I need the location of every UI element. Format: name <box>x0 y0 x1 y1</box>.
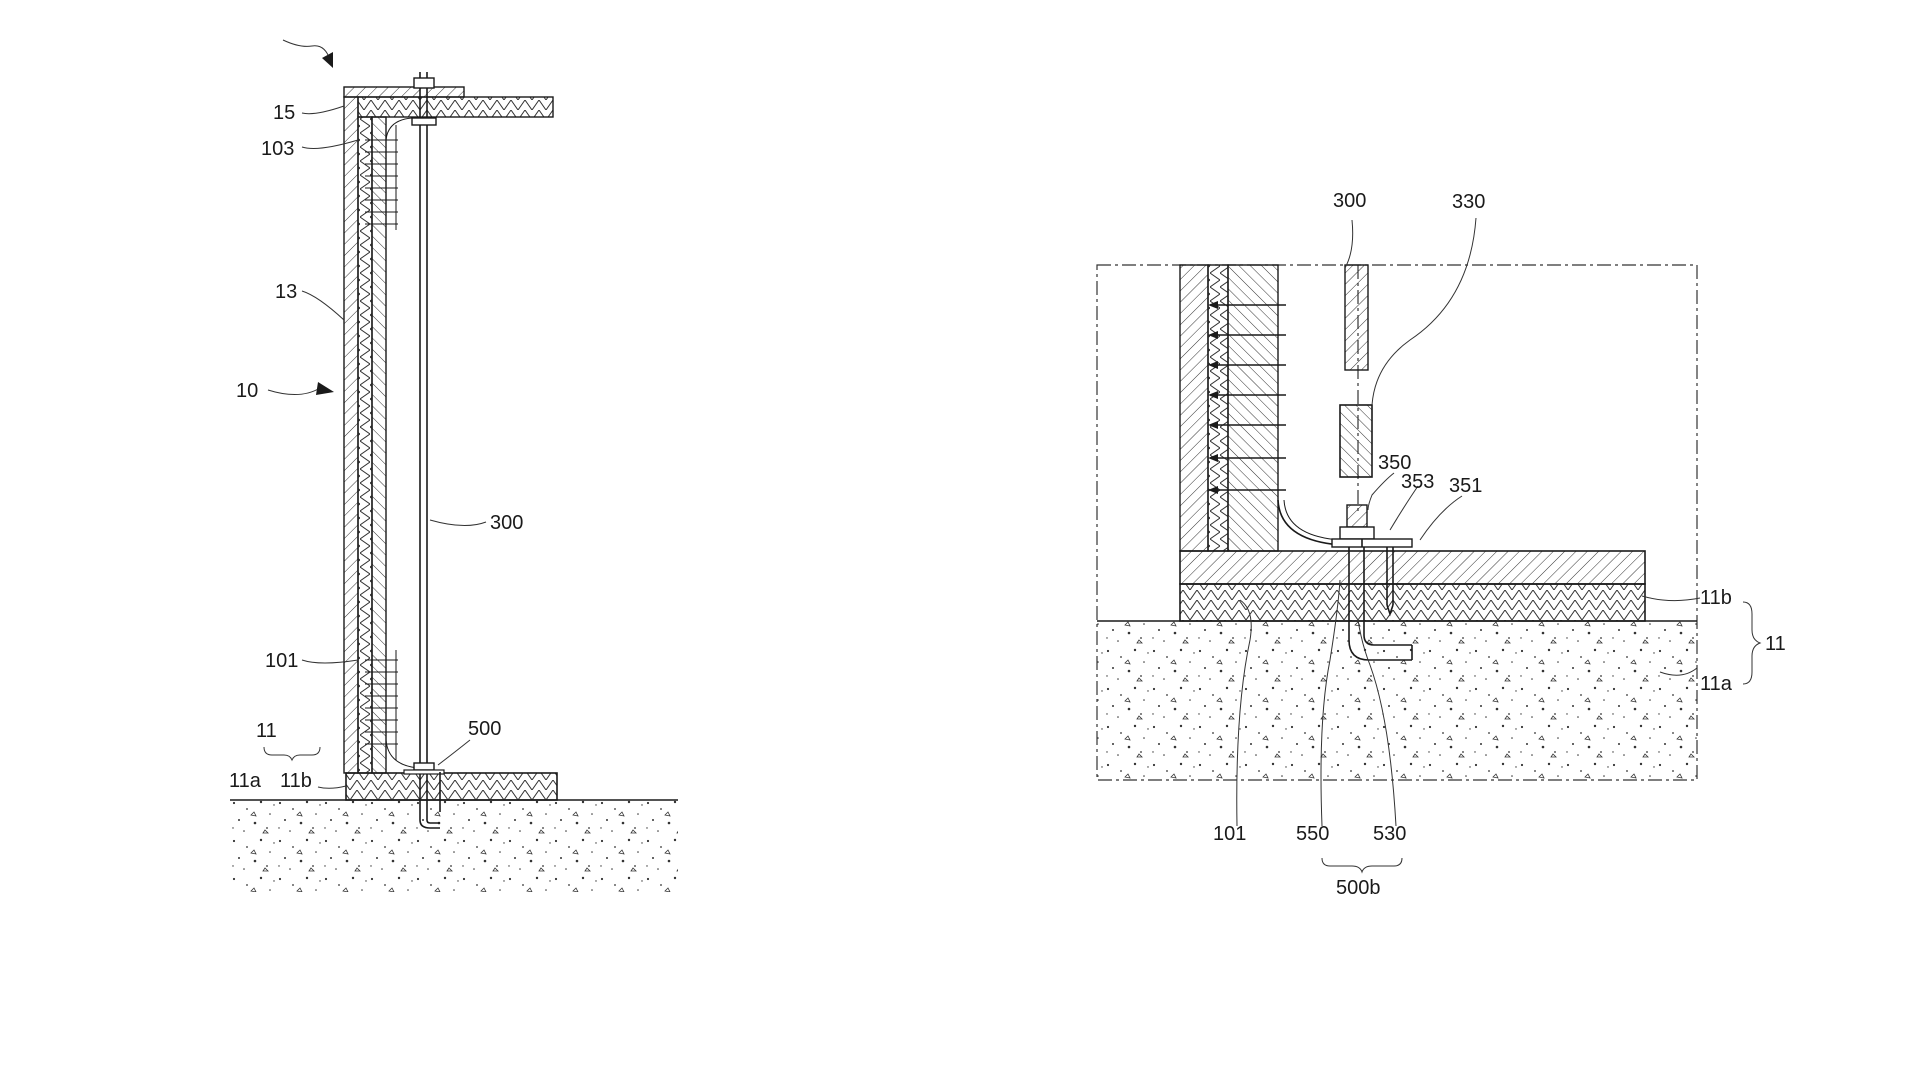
bottom-plate-left <box>345 772 558 801</box>
bottom-plate-upper <box>1179 550 1646 585</box>
right-view: 300 330 350 353 351 11b 11 11a 101 550 5… <box>1096 190 1786 899</box>
detail-border <box>1096 264 1698 781</box>
anchor-bolt-assembly <box>1331 504 1413 661</box>
label-500: 500 <box>468 718 501 740</box>
label-101: 101 <box>265 650 298 672</box>
ground-slab-left <box>230 800 678 892</box>
label-11: 11 <box>256 720 277 742</box>
left-view: 15 103 13 10 300 101 11 500 11a 11b <box>229 39 678 892</box>
wall-panel-inner-detail <box>1227 264 1279 552</box>
label-500b: 500b <box>1336 877 1381 899</box>
coupler <box>1339 404 1373 478</box>
label-11b: 11b <box>280 770 312 792</box>
label-300-detail: 300 <box>1333 190 1366 212</box>
label-550: 550 <box>1296 823 1329 845</box>
label-103: 103 <box>261 138 294 160</box>
label-11b-detail: 11b <box>1700 587 1732 609</box>
label-350: 350 <box>1378 452 1411 474</box>
label-15: 15 <box>273 102 295 124</box>
label-13: 13 <box>275 281 297 303</box>
wall-panel-outer-detail <box>1179 264 1209 552</box>
label-353: 353 <box>1401 471 1434 493</box>
label-330: 330 <box>1452 191 1485 213</box>
label-530: 530 <box>1373 823 1406 845</box>
label-11-detail: 11 <box>1765 633 1786 655</box>
label-351: 351 <box>1449 475 1482 497</box>
label-10: 10 <box>236 380 258 402</box>
bottom-anchor-nails <box>365 650 419 769</box>
wall-panel-outer <box>343 96 359 774</box>
tie-rod-left <box>403 72 445 829</box>
bottom-plate-lower <box>1179 583 1646 622</box>
label-101-detail: 101 <box>1213 823 1246 845</box>
top-plate-lower <box>357 96 554 118</box>
tie-rod-segment <box>1344 264 1369 371</box>
label-300: 300 <box>490 512 523 534</box>
label-11a-detail: 11a <box>1700 673 1733 695</box>
label-11a: 11a <box>229 770 262 792</box>
ground-slab-right <box>1097 621 1697 780</box>
top-anchor-nails <box>365 117 413 230</box>
top-plate-upper <box>343 86 465 98</box>
anchor-nails-detail <box>1208 270 1341 550</box>
wall-panel-middle <box>357 116 373 774</box>
wall-panel-inner <box>371 116 387 774</box>
